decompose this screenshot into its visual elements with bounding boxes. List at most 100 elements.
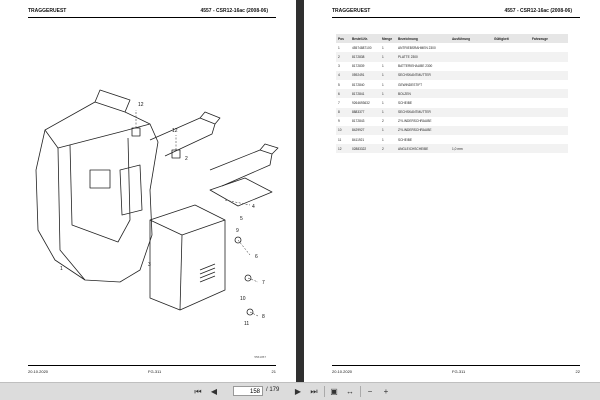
footer-rule — [28, 365, 276, 366]
callout-9: 8 — [262, 314, 265, 320]
table-cell: 8172840 — [352, 82, 365, 87]
table-cell — [492, 43, 530, 52]
table-cell: GEWINDESTIFT — [398, 82, 423, 87]
col-vehicles: Fahrzeuge — [530, 34, 568, 44]
footer-code: FG-311 — [452, 369, 466, 374]
zoom-in-icon: + — [383, 387, 389, 396]
next-page-button[interactable]: ▶ — [292, 386, 304, 397]
footer-code: FG-311 — [148, 369, 162, 374]
table-cell: SCHEIBE — [398, 137, 412, 142]
table-cell: PLATTE 2300 — [396, 52, 450, 62]
battery-hood-vents — [199, 263, 216, 283]
table-cell — [492, 52, 530, 62]
table-cell — [530, 144, 568, 154]
fork-arm-upper-end — [199, 111, 221, 125]
table-cell: ZYLINDERSCHRAUBE — [398, 119, 432, 124]
table-cell: 1 — [382, 137, 384, 142]
table-cell — [492, 70, 530, 80]
toolbar-separator — [360, 386, 361, 397]
col-description: Bezeichnung — [396, 34, 450, 44]
table-cell: 2 — [380, 144, 396, 154]
chassis-frame-shape — [35, 101, 159, 283]
model-title: 4557 - CSR12-16ac (2008-06) — [200, 8, 268, 14]
table-cell — [492, 117, 530, 126]
table-cell — [492, 107, 530, 117]
table-cell — [530, 98, 568, 107]
current-page-input[interactable]: 158 — [233, 386, 263, 396]
table-header-row: Pos Bestell-Nr. Menge Bezeichnung Ausfüh… — [336, 34, 568, 44]
zoom-out-button[interactable]: − — [364, 386, 376, 397]
table-cell — [530, 43, 568, 52]
section-title: TRAGGERUEST — [28, 8, 67, 14]
table-cell — [530, 117, 568, 126]
table-cell: ANGLEICHSCHEIBE — [396, 144, 450, 154]
callout-12a: 12 — [138, 102, 144, 108]
callout-7: 11 — [244, 321, 249, 327]
fit-page-icon: ▣ — [330, 387, 338, 396]
chassis-inner-box — [69, 137, 131, 243]
skip-start-icon: ⏮ — [194, 387, 202, 396]
table-cell: 1 — [382, 64, 384, 69]
callout-4: 4 — [252, 204, 255, 210]
col-order-no: Bestell-Nr. — [350, 34, 380, 44]
table-cell — [492, 80, 530, 89]
callout-8: 7 — [262, 280, 265, 286]
chassis-side-panel — [119, 164, 143, 216]
last-page-button[interactable]: ⏭ — [308, 386, 320, 397]
table-cell: 4 — [336, 70, 350, 80]
exploded-parts-diagram: 12 12 2 1 3 4 5 6 7 8 9 10 11 — [35, 89, 279, 327]
table-cell: 1 — [380, 70, 396, 80]
zoom-in-button[interactable]: + — [380, 386, 392, 397]
washer-part — [234, 236, 242, 244]
fit-page-button[interactable]: ▣ — [328, 386, 340, 397]
table-cell: 9 — [338, 119, 340, 124]
table-cell: 11 — [338, 137, 342, 142]
arrow-right-icon: ▶ — [294, 387, 302, 396]
first-page-button[interactable]: ⏮ — [192, 386, 204, 397]
viewer-toolbar: ⏮ ◀ 158 / 179 ▶ ⏭ ▣ ↔ − + — [0, 382, 600, 400]
table-cell: 2 — [336, 52, 350, 62]
table-cell: 1 — [380, 107, 396, 117]
table-cell: 1 — [338, 45, 340, 50]
table-cell: BOLZEN — [396, 89, 450, 99]
table-cell — [450, 52, 492, 62]
callout-6: 6 — [255, 254, 258, 260]
table-cell — [530, 70, 568, 80]
nut-part — [244, 274, 252, 282]
shim-part — [131, 127, 141, 137]
battery-hood-shape — [149, 204, 226, 311]
callout-3: 3 — [148, 262, 151, 268]
section-title: TRAGGERUEST — [332, 8, 371, 14]
table-cell — [450, 107, 492, 117]
table-cell: 7 — [338, 100, 340, 105]
callout-11: 10 — [240, 296, 246, 302]
table-cell — [450, 62, 492, 71]
fit-width-button[interactable]: ↔ — [344, 386, 356, 397]
prev-page-button[interactable]: ◀ — [208, 386, 220, 397]
table-cell — [450, 89, 492, 99]
table-cell: ANTRIEBSRAHMEN 2300 — [398, 45, 436, 50]
battery-hood-top — [149, 219, 226, 236]
table-cell: 1 — [382, 100, 384, 105]
total-pages-label: / 179 — [266, 387, 280, 393]
table-cell: 8172838 — [350, 52, 380, 62]
table-cell: 1 — [380, 89, 396, 99]
table-cell — [530, 80, 568, 89]
battery-hood-edge — [179, 234, 183, 311]
table-cell: 9264693632 — [352, 100, 370, 105]
parts-list-table: Pos Bestell-Nr. Menge Bezeichnung Ausfüh… — [336, 34, 568, 154]
header-rule — [332, 17, 580, 18]
table-cell: 45574887100 — [352, 45, 372, 50]
table-cell: 3 — [338, 64, 340, 69]
zoom-out-icon: − — [367, 387, 373, 396]
table-cell: 1 — [382, 82, 384, 87]
table-cell — [530, 89, 568, 99]
